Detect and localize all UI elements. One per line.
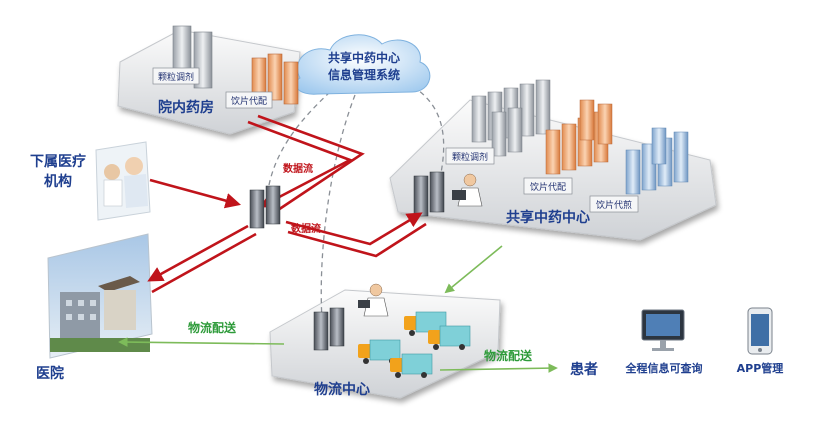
phone-icon [747,307,773,355]
sub-institution-photo [95,141,151,221]
svg-text:饮片代配: 饮片代配 [231,95,267,107]
hospital-pharmacy-title: 院内药房 [158,99,214,116]
data-flow-label-1: 数据流 [283,162,313,175]
sub-institution-label-line2: 机构 [44,173,72,190]
data-flow-label-2: 数据流 [291,222,321,235]
sign-center-decoct: 饮片代煎 [589,195,639,213]
shared-center-title: 共享中药中心 [506,209,590,226]
flow-pharmacy-to-hub-b [257,114,365,216]
sign-center-slices: 饮片代配 [523,177,573,195]
shared-center-servers [413,79,689,217]
svg-text:颗粒调剂: 颗粒调剂 [452,151,488,163]
logistics-flow-lines [118,245,558,373]
sub-institution-label-line1: 下属医疗 [30,153,86,170]
svg-text:饮片代煎: 饮片代煎 [596,199,632,211]
sign-center-granule: 颗粒调剂 [445,147,495,165]
flow-hub-to-hospital-b [151,232,257,294]
flow-center-to-logistics [444,245,503,294]
monitor-icon [641,309,685,351]
logistics-label-hospital: 物流配送 [188,320,237,335]
flow-hub-to-center-b [287,222,427,258]
flow-logistics-to-patient [439,363,558,373]
patient-title: 患者 [570,361,598,378]
operator-icon [452,173,483,207]
sign-granule-dispensing: 颗粒调剂 [152,67,200,85]
flow-hub-to-hospital-a [147,224,249,282]
logistics-operator-icon [358,283,389,317]
sign-slices-dispensing: 饮片代配 [225,91,273,109]
flow-pharmacy-to-hub-a [247,120,354,208]
hospital-title: 医院 [36,365,64,382]
svg-text:颗粒调剂: 颗粒调剂 [158,71,194,83]
cloud-label-line2: 信息管理系统 [328,67,400,82]
data-flow-lines [147,114,427,294]
logistics-center-title: 物流中心 [314,381,370,398]
logistics-server [313,307,345,351]
flow-logistics-to-hospital [118,337,285,347]
info-system-cloud: 共享中药中心 信息管理系统 [295,34,431,95]
svg-text:饮片代配: 饮片代配 [530,181,566,193]
flow-hub-to-center-a [285,212,423,246]
feature-app-label: APP管理 [737,361,784,375]
hub-server [249,185,281,229]
logistics-label-patient: 物流配送 [484,348,533,363]
delivery-trucks [358,311,471,378]
feature-query-label: 全程信息可查询 [625,361,703,375]
flow-sub-to-hub [149,178,242,209]
hospital-photo [47,233,153,359]
cloud-label-line1: 共享中药中心 [328,50,400,65]
